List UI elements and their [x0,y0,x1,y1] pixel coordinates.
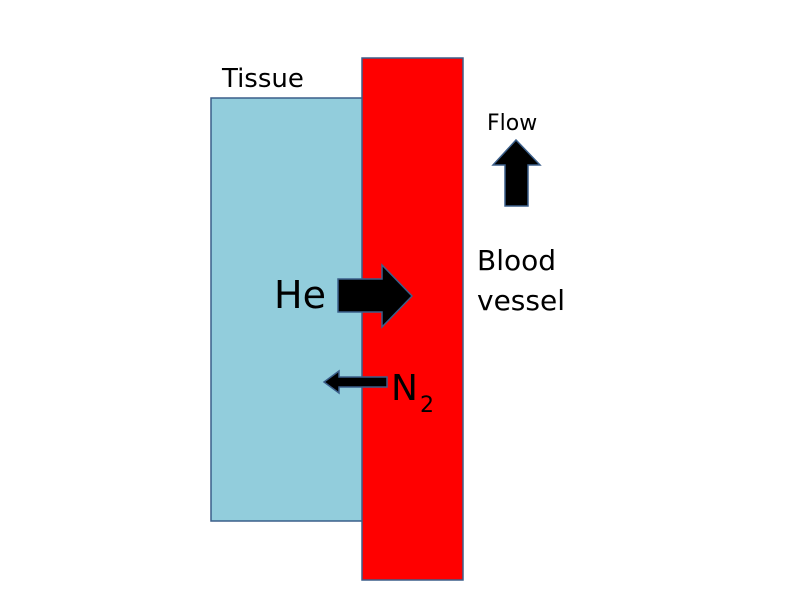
helium-label: He [274,273,326,317]
nitrogen-subscript: 2 [420,393,434,418]
blood-vessel-block [361,57,464,581]
tissue-label: Tissue [221,64,304,94]
helium-arrow-icon [337,263,414,329]
nitrogen-label: N [391,368,418,409]
blood-vessel-label-line1: Blood [477,244,556,277]
blood-vessel-label-line2: vessel [477,284,565,317]
flow-arrow-icon [491,138,542,207]
flow-label: Flow [487,111,537,136]
nitrogen-arrow-icon [322,369,388,395]
